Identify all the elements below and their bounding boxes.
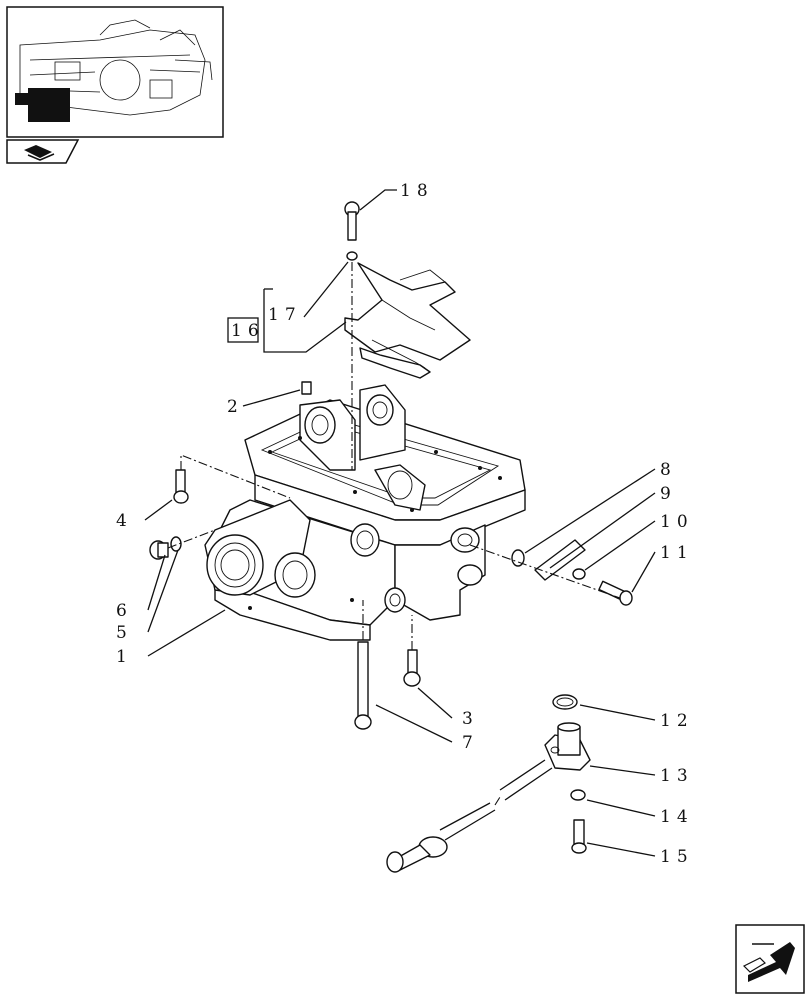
callout-17: 17 <box>268 305 302 325</box>
callout-2: 2 <box>227 397 244 417</box>
callout-18: 18 <box>400 181 434 201</box>
callout-labels: 18 17 16 2 4 6 5 1 3 7 8 9 10 11 12 13 1… <box>116 181 694 867</box>
assembly-thumbnail-icon[interactable] <box>6 6 224 138</box>
sender-unit <box>386 694 591 873</box>
callout-6: 6 <box>116 601 133 621</box>
bolt-4 <box>173 469 189 504</box>
axis-lines <box>167 262 621 806</box>
pin-2 <box>301 381 312 395</box>
callout-9: 9 <box>660 484 677 504</box>
next-page-arrow-icon[interactable] <box>735 924 805 994</box>
callout-4: 4 <box>116 511 133 531</box>
bolt-3 <box>403 649 421 687</box>
plug-6-washer-5 <box>149 536 182 560</box>
callout-3: 3 <box>462 709 479 729</box>
side-parts-8-11 <box>511 539 633 606</box>
book-tab-icon[interactable] <box>6 139 80 164</box>
leader-lines <box>144 189 656 857</box>
callout-1: 1 <box>116 647 133 667</box>
callout-8: 8 <box>660 460 677 480</box>
callout-13: 13 <box>660 766 694 786</box>
callout-14: 14 <box>660 807 694 827</box>
callout-7: 7 <box>462 733 479 753</box>
callout-11: 11 <box>660 543 694 563</box>
callout-16-box <box>227 317 259 343</box>
bolt-7 <box>354 641 372 730</box>
callout-5: 5 <box>116 623 133 643</box>
callout-10: 10 <box>660 512 694 532</box>
callout-15: 15 <box>660 847 694 867</box>
guide-plate <box>344 262 471 379</box>
callout-16: 16 <box>231 321 265 341</box>
callout-12: 12 <box>660 711 694 731</box>
bolt-18 <box>344 201 360 261</box>
lift-housing <box>204 384 526 641</box>
